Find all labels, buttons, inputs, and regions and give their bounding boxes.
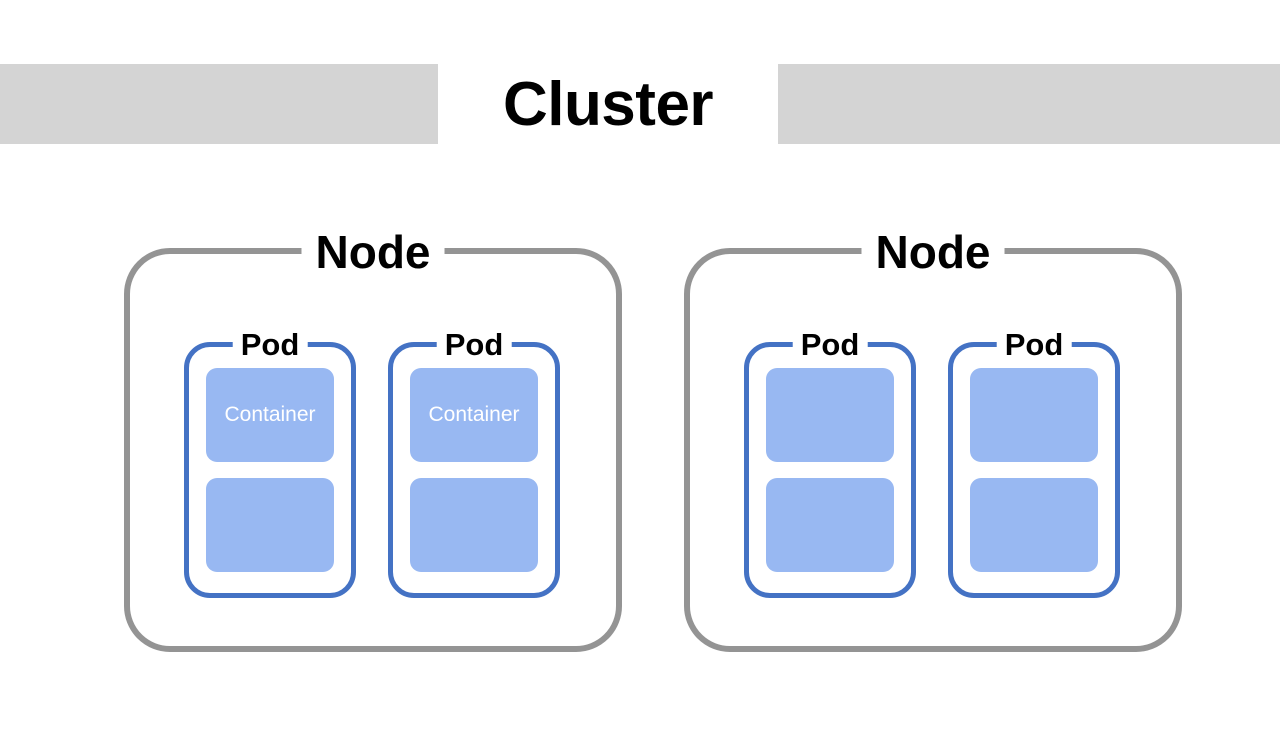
container-box bbox=[970, 478, 1098, 572]
node-label: Node bbox=[861, 226, 1005, 278]
container-box: Container bbox=[410, 368, 538, 462]
pod-group: Pod Container bbox=[388, 328, 560, 598]
container-box bbox=[766, 368, 894, 462]
node-group-2: Node Pod Pod bbox=[684, 226, 1182, 652]
container-box bbox=[766, 478, 894, 572]
pod-label: Pod bbox=[792, 328, 868, 362]
pod-row: Pod Pod bbox=[744, 328, 1120, 598]
cluster-banner-right bbox=[778, 64, 1280, 144]
pod-label: Pod bbox=[232, 328, 308, 362]
container-box bbox=[410, 478, 538, 572]
cluster-title: Cluster bbox=[438, 64, 778, 144]
container-box bbox=[206, 478, 334, 572]
node-label: Node bbox=[301, 226, 445, 278]
pod-row: Pod Container Pod Container bbox=[184, 328, 560, 598]
pod-label: Pod bbox=[436, 328, 512, 362]
node-group-1: Node Pod Container Pod Container bbox=[124, 226, 622, 652]
pod-group: Pod Container bbox=[184, 328, 356, 598]
container-box: Container bbox=[206, 368, 334, 462]
container-box bbox=[970, 368, 1098, 462]
cluster-banner-left bbox=[0, 64, 438, 144]
pod-group: Pod bbox=[744, 328, 916, 598]
pod-label: Pod bbox=[996, 328, 1072, 362]
pod-group: Pod bbox=[948, 328, 1120, 598]
